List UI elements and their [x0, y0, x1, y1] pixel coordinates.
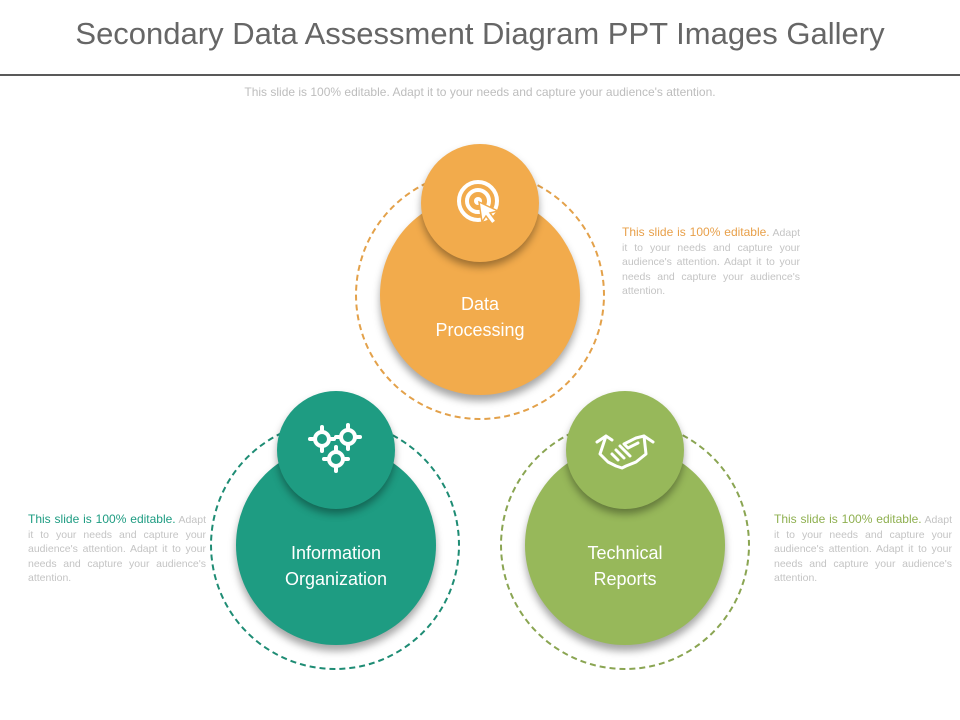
information-organization-description: This slide is 100% editable. Adapt it to… — [28, 512, 206, 586]
information-organization-label-line1: Information — [290, 543, 382, 563]
target-icon — [457, 180, 501, 226]
technical-reports-icon-circle — [566, 391, 684, 509]
data-processing-label-line2: Processing — [435, 320, 525, 340]
page-title: Secondary Data Assessment Diagram PPT Im… — [75, 16, 885, 51]
data-processing-label-line1: Data — [460, 294, 500, 314]
technical-reports-desc-lead: This slide is 100% editable. — [774, 512, 922, 526]
handshake-icon — [595, 434, 655, 470]
page-subtitle: This slide is 100% editable. Adapt it to… — [244, 85, 716, 99]
information-organization-desc-lead: This slide is 100% editable. — [28, 512, 176, 526]
data-processing-description: This slide is 100% editable. Adapt it to… — [622, 225, 800, 299]
technical-reports-label-line1: Technical — [587, 543, 663, 563]
information-organization-label-line2: Organization — [284, 569, 388, 589]
technical-reports-desc-body: Adapt it to your needs and capture your … — [774, 514, 952, 584]
data-processing-desc-body: Adapt it to your needs and capture your … — [622, 227, 800, 297]
data-processing-desc-lead: This slide is 100% editable. — [622, 225, 770, 239]
data-processing-icon-circle — [421, 144, 539, 262]
title-divider — [0, 74, 960, 76]
gears-icon — [308, 423, 362, 473]
information-organization-icon-circle — [277, 391, 395, 509]
technical-reports-description: This slide is 100% editable. Adapt it to… — [774, 512, 952, 586]
information-organization-desc-body: Adapt it to your needs and capture your … — [28, 514, 206, 584]
technical-reports-label-line2: Reports — [593, 569, 657, 589]
